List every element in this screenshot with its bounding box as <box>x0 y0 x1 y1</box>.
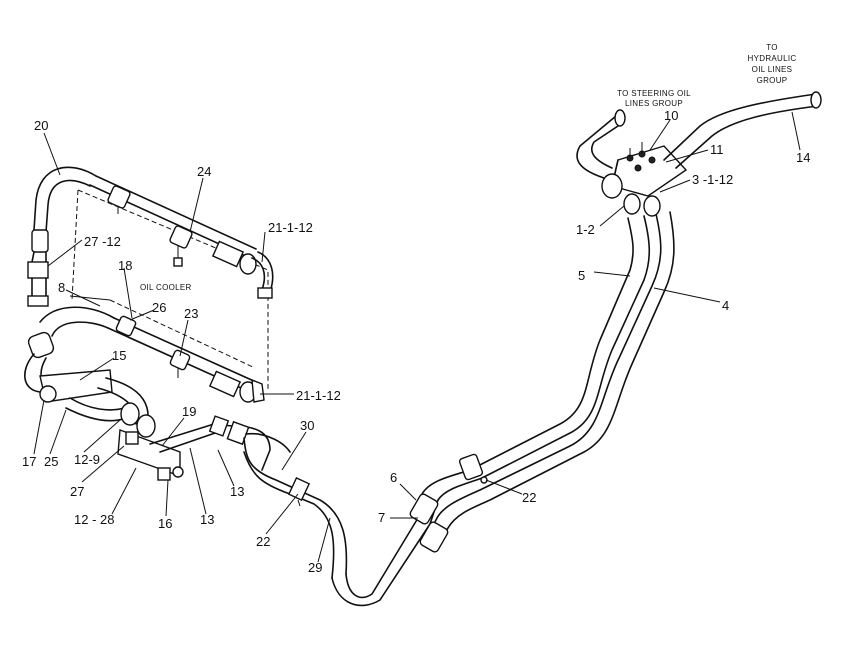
callout-27-12: 27 -12 <box>84 234 121 249</box>
clamp-lower-right <box>169 349 191 378</box>
callout-19: 19 <box>182 404 196 419</box>
callout-15: 15 <box>112 348 126 363</box>
callout-23: 23 <box>184 306 198 321</box>
callout-26: 26 <box>152 300 166 315</box>
lower-manifold <box>24 353 219 481</box>
callout-17: 17 <box>22 454 36 469</box>
note-hydraulic-line-2: HYDRAULIC <box>748 54 797 63</box>
bottom-lines <box>208 415 431 607</box>
note-oil-cooler: OIL COOLER <box>140 283 192 292</box>
note-hydraulic-line-1: TO <box>766 43 778 52</box>
callout-20: 20 <box>34 118 48 133</box>
lower-cooler-tube <box>107 315 265 403</box>
callout-7: 7 <box>378 510 385 525</box>
note-to-hydraulic: TO HYDRAULIC OIL LINES GROUP <box>748 43 797 85</box>
callout-13-b: 13 <box>200 512 214 527</box>
steering-manifold <box>576 91 822 199</box>
callout-10: 10 <box>664 108 678 123</box>
callout-5: 5 <box>578 268 585 283</box>
hose-20 <box>27 166 97 307</box>
callout-1-2: 1-2 <box>576 222 595 237</box>
callout-13-a: 13 <box>230 484 244 499</box>
callout-14: 14 <box>796 150 810 165</box>
note-steering-line-1: TO STEERING OIL <box>617 89 691 98</box>
note-hydraulic-line-4: GROUP <box>757 76 788 85</box>
callout-21-1-12-top: 21-1-12 <box>268 220 313 235</box>
note-to-steering: TO STEERING OIL LINES GROUP <box>617 89 691 108</box>
callout-22-right: 22 <box>522 490 536 505</box>
callout-24: 24 <box>197 164 211 179</box>
callouts: 20 24 21-1-12 27 -12 18 8 26 23 15 21-1-… <box>22 108 810 575</box>
callout-18: 18 <box>118 258 132 273</box>
clamp-lower-left <box>115 315 137 337</box>
leader-lines <box>33 111 801 563</box>
callout-21-1-12-bottom: 21-1-12 <box>296 388 341 403</box>
main-lines <box>409 193 675 553</box>
callout-6: 6 <box>390 470 397 485</box>
upper-cooler-tube <box>89 175 274 299</box>
callout-8: 8 <box>58 280 65 295</box>
callout-3-1-12: 3 -1-12 <box>692 172 733 187</box>
note-steering-line-2: LINES GROUP <box>625 99 683 108</box>
hose-8-18 <box>27 306 115 359</box>
callout-11: 11 <box>710 142 724 157</box>
oil-cooler <box>69 189 269 390</box>
callout-22-left: 22 <box>256 534 270 549</box>
note-hydraulic-line-3: OIL LINES <box>752 65 793 74</box>
clamp-upper-right <box>169 225 193 267</box>
callout-16: 16 <box>158 516 172 531</box>
callout-12-9: 12-9 <box>74 452 100 467</box>
callout-27: 27 <box>70 484 84 499</box>
clamp-upper-left <box>107 185 131 214</box>
callout-30: 30 <box>300 418 314 433</box>
callout-29: 29 <box>308 560 322 575</box>
callout-4: 4 <box>722 298 729 313</box>
callout-25: 25 <box>44 454 58 469</box>
callout-12-28: 12 - 28 <box>74 512 114 527</box>
